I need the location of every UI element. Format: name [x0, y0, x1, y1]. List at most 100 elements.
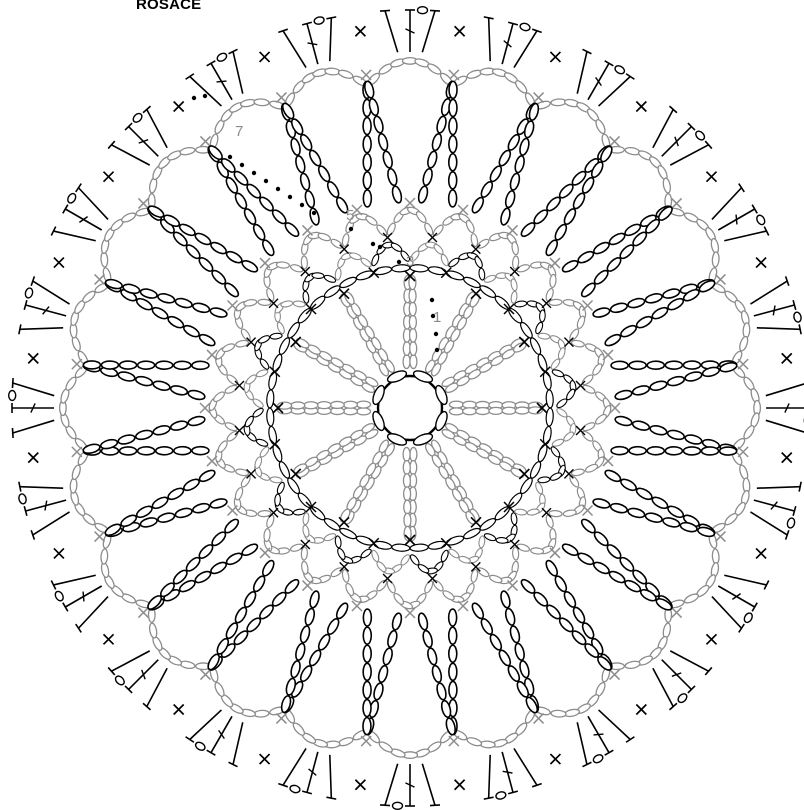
chain-stitch [605, 256, 623, 274]
chain-stitch [120, 447, 137, 455]
chain-stitch [338, 526, 357, 540]
chain-stitch [363, 681, 371, 698]
round-8-scallops [9, 7, 804, 810]
chain-stitch [364, 214, 378, 226]
treble-post [670, 145, 708, 165]
single-crochet-cross [260, 548, 270, 558]
treble-cross-bar [675, 137, 678, 146]
chain-stitch [632, 384, 650, 396]
single-crochet-cross [72, 359, 82, 369]
single-crochet-cross [207, 456, 217, 466]
chain-stitch [489, 407, 503, 414]
chain-stitch [592, 240, 611, 255]
chain-stitch [545, 603, 563, 621]
chain-stitch [101, 549, 109, 564]
picot-loop [9, 391, 16, 401]
chain-stitch [277, 460, 291, 479]
chain-stitch [101, 361, 118, 369]
chain-stitch [409, 315, 416, 329]
chain-stitch [117, 370, 135, 382]
chain-stitch [549, 274, 556, 288]
treble-top [326, 17, 336, 19]
chain-stitch [209, 306, 228, 318]
treble-top [484, 17, 494, 19]
slip-stitch-dot [378, 245, 382, 249]
chain-stitch [476, 566, 490, 578]
single-crochet-cross [672, 198, 682, 208]
chain-stitch [308, 207, 320, 226]
single-crochet-cross [610, 670, 620, 680]
chain-stitch [212, 390, 226, 403]
chain-stitch [323, 284, 342, 300]
chain-stitch [662, 177, 671, 193]
single-crochet-cross [550, 754, 560, 764]
picot-loop [743, 612, 754, 624]
single-crochet-cross [458, 601, 468, 611]
chain-stitch [83, 361, 100, 369]
single-crochet-cross [508, 225, 518, 235]
single-crochet-cross [355, 780, 365, 790]
chain-stitch [712, 252, 720, 267]
chain-stitch [245, 616, 263, 634]
chain-stitch [449, 401, 463, 408]
chain-stitch [476, 238, 490, 250]
chain-stitch [343, 401, 357, 408]
chain-stitch [392, 592, 405, 606]
chain-stitch [614, 389, 632, 401]
chain-stitch [257, 334, 270, 344]
treble-post [766, 383, 804, 396]
single-crochet-cross [174, 102, 184, 112]
slip-stitch-dot [203, 94, 207, 98]
chain-stitch [307, 649, 322, 668]
chain-stitch [240, 259, 259, 274]
chain-stitch [261, 238, 276, 257]
scallop [484, 748, 542, 800]
slip-stitch-dot [300, 203, 304, 207]
treble-top [484, 797, 494, 799]
chain-stitch [684, 433, 702, 445]
chain-stitch [608, 231, 627, 246]
single-crochet-cross [260, 52, 270, 62]
treble-post [422, 11, 435, 52]
single-crochet-cross [355, 26, 365, 36]
chain-stitch [528, 336, 542, 355]
chain-stitch [449, 154, 457, 171]
treble-post [653, 668, 673, 706]
chain-stitch [198, 468, 217, 483]
chain-stitch [386, 168, 398, 186]
chain-stitch [304, 402, 318, 409]
chain-stitch [276, 321, 286, 334]
chain-stitch [198, 332, 217, 347]
single-crochet-cross [610, 136, 620, 146]
treble-top [108, 667, 115, 675]
chain-stitch [403, 447, 410, 461]
chain-stitch [403, 355, 410, 369]
treble-post [33, 512, 70, 535]
chain-stitch [627, 507, 646, 519]
treble-post [283, 31, 306, 68]
treble-cross-bar [139, 140, 148, 143]
treble-post [330, 755, 332, 798]
chain-stitch [410, 447, 417, 461]
chain-stitch [270, 476, 283, 483]
chain-stitch [255, 438, 268, 448]
chain-stitch [391, 612, 403, 630]
chain-stitch [194, 569, 213, 584]
treble-post [54, 575, 96, 585]
chain-stitch [226, 373, 240, 386]
chain-stitch [592, 530, 610, 548]
chain-stitch [252, 407, 265, 419]
chain-stitch [283, 578, 301, 596]
slip-stitch-dot [430, 298, 434, 302]
scallop [18, 482, 70, 540]
chain-stitch [449, 81, 457, 98]
treble-cross-bar [308, 43, 318, 45]
chain-stitch [258, 195, 276, 213]
round-7-arches [59, 57, 760, 758]
chain-stitch [375, 224, 388, 238]
single-crochet-cross [550, 258, 560, 268]
treble-top [799, 324, 801, 334]
scallop [577, 49, 634, 106]
chain-stitch [187, 389, 205, 401]
chain-stitch [197, 543, 215, 561]
